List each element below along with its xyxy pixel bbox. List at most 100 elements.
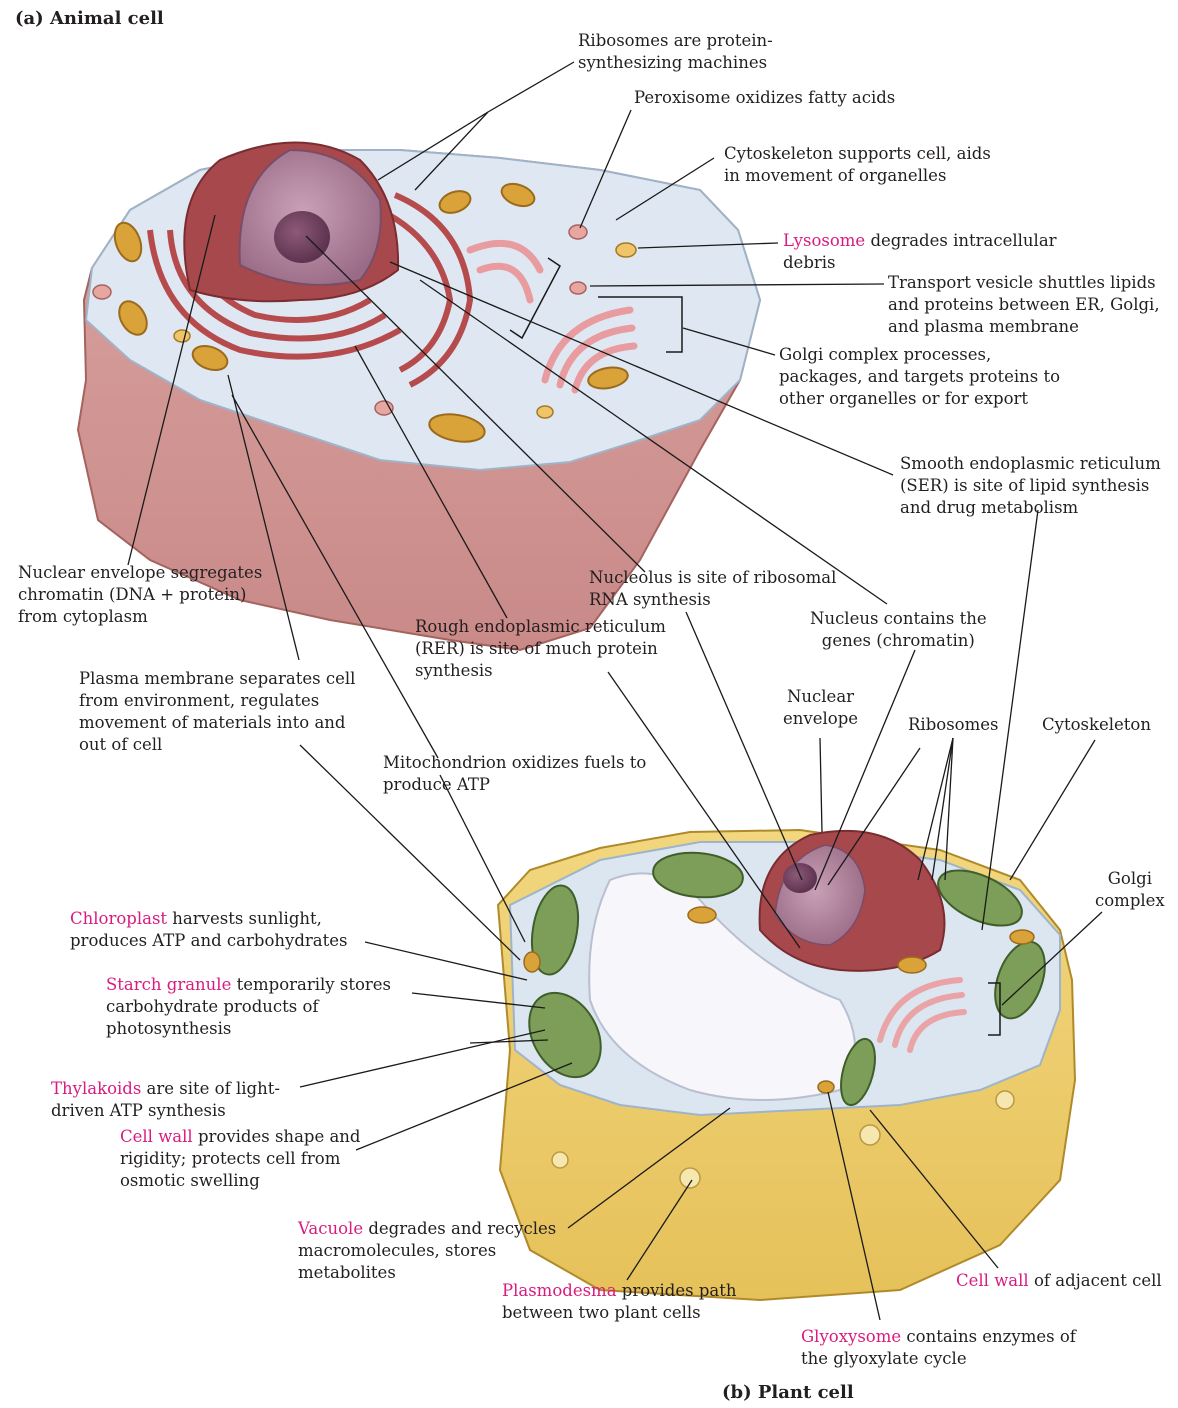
term-chloroplast: Chloroplast <box>70 909 167 928</box>
term-plasmodesma: Plasmodesma <box>502 1281 617 1300</box>
term-starch-granule: Starch granule <box>106 975 231 994</box>
label-nucleolus: Nucleolus is site of ribosomal RNA synth… <box>589 567 836 611</box>
label-lysosome-line2: debris <box>783 252 1057 274</box>
label-thylakoids-line2: driven ATP synthesis <box>51 1100 280 1122</box>
label-nucleus-line2: genes (chromatin) <box>810 630 987 652</box>
label-thylakoids: Thylakoids are site of light- driven ATP… <box>51 1078 280 1122</box>
term-glyoxysome: Glyoxysome <box>801 1327 901 1346</box>
label-golgi-b-line2: complex <box>1095 890 1165 912</box>
label-golgi-a-line1: Golgi complex processes, <box>779 344 1060 366</box>
label-chloroplast-line1: Chloroplast harvests sunlight, <box>70 908 348 930</box>
term-vacuole: Vacuole <box>298 1219 363 1238</box>
label-plasmodesma-rest: provides path <box>617 1281 737 1300</box>
label-golgi-a-line3: other organelles or for export <box>779 388 1060 410</box>
animal-nucleolus <box>274 211 330 263</box>
label-thylakoids-rest: are site of light- <box>141 1079 280 1098</box>
label-ribosomes-line1: Ribosomes are protein- <box>578 30 773 52</box>
label-cytoskeleton-a-line2: in movement of organelles <box>724 165 991 187</box>
panel-a-title: (a) Animal cell <box>15 8 164 29</box>
label-glyoxysome-line2: the glyoxylate cycle <box>801 1348 1076 1370</box>
label-mitochondrion-line2: produce ATP <box>383 774 646 796</box>
label-ser-line1: Smooth endoplasmic reticulum <box>900 453 1161 475</box>
label-nucleus: Nucleus contains the genes (chromatin) <box>810 608 987 652</box>
label-nuclear-envelope-a-line2: chromatin (DNA + protein) <box>18 584 262 606</box>
label-thylakoids-line1: Thylakoids are site of light- <box>51 1078 280 1100</box>
label-plasmodesma-line1: Plasmodesma provides path <box>502 1280 736 1302</box>
label-cell-wall-rest: provides shape and <box>193 1127 361 1146</box>
label-golgi-a: Golgi complex processes, packages, and t… <box>779 344 1060 410</box>
term-cell-wall-adjacent: Cell wall <box>956 1271 1029 1290</box>
label-starch-granule-line1: Starch granule temporarily stores <box>106 974 391 996</box>
term-cell-wall: Cell wall <box>120 1127 193 1146</box>
label-vacuole-rest: degrades and recycles <box>363 1219 556 1238</box>
label-lysosome-line1: Lysosome degrades intracellular <box>783 230 1057 252</box>
label-nuclear-envelope-b: Nuclear envelope <box>783 686 858 730</box>
label-cell-wall-adjacent: Cell wall of adjacent cell <box>956 1270 1162 1292</box>
label-ser-line2: (SER) is site of lipid synthesis <box>900 475 1161 497</box>
label-mitochondrion-line1: Mitochondrion oxidizes fuels to <box>383 752 646 774</box>
label-rer-line2: (RER) is site of much protein <box>415 638 666 660</box>
label-peroxisome-line1: Peroxisome oxidizes fatty acids <box>634 87 895 109</box>
label-golgi-b-line1: Golgi <box>1095 868 1165 890</box>
label-plasma-membrane-line3: movement of materials into and <box>79 712 355 734</box>
label-rer-line3: synthesis <box>415 660 666 682</box>
label-rer-line1: Rough endoplasmic reticulum <box>415 616 666 638</box>
label-transport-vesicle-line2: and proteins between ER, Golgi, <box>888 294 1160 316</box>
label-transport-vesicle-line1: Transport vesicle shuttles lipids <box>888 272 1160 294</box>
label-lysosome-rest: degrades intracellular <box>865 231 1056 250</box>
label-starch-granule-line2: carbohydrate products of <box>106 996 391 1018</box>
label-cell-wall-line3: osmotic swelling <box>120 1170 361 1192</box>
label-plasmodesma-line2: between two plant cells <box>502 1302 736 1324</box>
label-ribosomes: Ribosomes are protein- synthesizing mach… <box>578 30 773 74</box>
label-nuclear-envelope-a-line1: Nuclear envelope segregates <box>18 562 262 584</box>
label-transport-vesicle-line3: and plasma membrane <box>888 316 1160 338</box>
label-cell-wall-line2: rigidity; protects cell from <box>120 1148 361 1170</box>
label-starch-granule-rest: temporarily stores <box>231 975 391 994</box>
plant-nucleolus <box>783 863 817 893</box>
label-glyoxysome: Glyoxysome contains enzymes of the glyox… <box>801 1326 1076 1370</box>
label-ser-line3: and drug metabolism <box>900 497 1161 519</box>
label-cytoskeleton-a: Cytoskeleton supports cell, aids in move… <box>724 143 991 187</box>
label-golgi-a-line2: packages, and targets proteins to <box>779 366 1060 388</box>
label-nucleolus-line1: Nucleolus is site of ribosomal <box>589 567 836 589</box>
label-lysosome: Lysosome degrades intracellular debris <box>783 230 1057 274</box>
plant-cell <box>498 830 1075 1300</box>
panel-b-title: (b) Plant cell <box>722 1382 854 1403</box>
label-golgi-b: Golgi complex <box>1095 868 1165 912</box>
label-ser: Smooth endoplasmic reticulum (SER) is si… <box>900 453 1161 519</box>
label-plasma-membrane-line4: out of cell <box>79 734 355 756</box>
label-starch-granule-line3: photosynthesis <box>106 1018 391 1040</box>
label-peroxisome: Peroxisome oxidizes fatty acids <box>634 87 895 109</box>
label-nuclear-envelope-a: Nuclear envelope segregates chromatin (D… <box>18 562 262 628</box>
label-starch-granule: Starch granule temporarily stores carboh… <box>106 974 391 1040</box>
label-nucleus-line1: Nucleus contains the <box>810 608 987 630</box>
label-cytoskeleton-b: Cytoskeleton <box>1042 714 1151 736</box>
label-ribosomes-b: Ribosomes <box>908 714 998 736</box>
label-glyoxysome-rest: contains enzymes of <box>901 1327 1076 1346</box>
label-mitochondrion: Mitochondrion oxidizes fuels to produce … <box>383 752 646 796</box>
label-plasmodesma: Plasmodesma provides path between two pl… <box>502 1280 736 1324</box>
label-plasma-membrane: Plasma membrane separates cell from envi… <box>79 668 355 756</box>
label-vacuole-line2: macromolecules, stores <box>298 1240 556 1262</box>
label-cell-wall: Cell wall provides shape and rigidity; p… <box>120 1126 361 1192</box>
label-cell-wall-adjacent-rest: of adjacent cell <box>1029 1271 1162 1290</box>
label-nuclear-envelope-a-line3: from cytoplasm <box>18 606 262 628</box>
term-lysosome: Lysosome <box>783 231 865 250</box>
label-nuclear-envelope-b-line1: Nuclear <box>783 686 858 708</box>
label-vacuole: Vacuole degrades and recycles macromolec… <box>298 1218 556 1284</box>
label-nucleolus-line2: RNA synthesis <box>589 589 836 611</box>
label-rer: Rough endoplasmic reticulum (RER) is sit… <box>415 616 666 682</box>
label-cell-wall-line1: Cell wall provides shape and <box>120 1126 361 1148</box>
label-plasma-membrane-line2: from environment, regulates <box>79 690 355 712</box>
label-vacuole-line1: Vacuole degrades and recycles <box>298 1218 556 1240</box>
label-transport-vesicle: Transport vesicle shuttles lipids and pr… <box>888 272 1160 338</box>
label-chloroplast: Chloroplast harvests sunlight, produces … <box>70 908 348 952</box>
label-chloroplast-line2: produces ATP and carbohydrates <box>70 930 348 952</box>
term-thylakoids: Thylakoids <box>51 1079 141 1098</box>
label-glyoxysome-line1: Glyoxysome contains enzymes of <box>801 1326 1076 1348</box>
label-plasma-membrane-line1: Plasma membrane separates cell <box>79 668 355 690</box>
label-chloroplast-rest: harvests sunlight, <box>167 909 322 928</box>
label-nuclear-envelope-b-line2: envelope <box>783 708 858 730</box>
label-cytoskeleton-a-line1: Cytoskeleton supports cell, aids <box>724 143 991 165</box>
label-ribosomes-line2: synthesizing machines <box>578 52 773 74</box>
